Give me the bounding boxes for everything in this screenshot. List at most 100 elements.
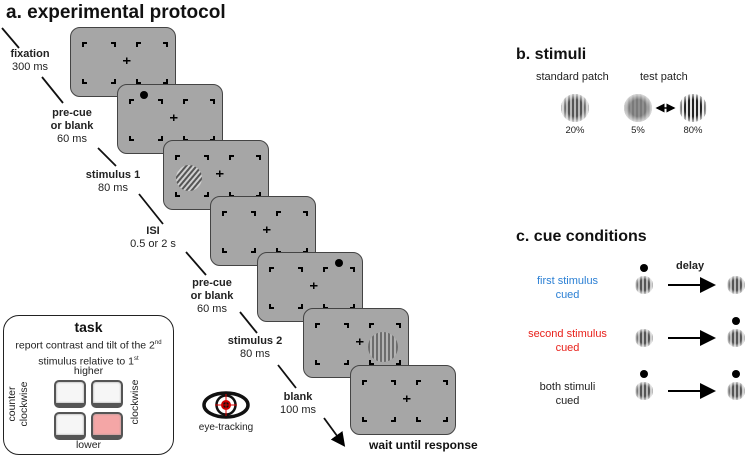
placeholder-marker — [315, 323, 320, 328]
fixation-cross — [310, 282, 318, 289]
placeholder-marker — [276, 248, 281, 253]
connector-line — [277, 364, 297, 389]
response-key-counter-clockwise-lower[interactable] — [54, 412, 86, 440]
frame-contents — [315, 323, 401, 365]
cue-dot — [335, 259, 343, 267]
placeholder-marker — [229, 192, 234, 197]
frame-contents — [269, 259, 355, 309]
task-line-1: report contrast and tilt of the 2 — [15, 339, 155, 352]
placeholder-marker — [298, 267, 303, 272]
placeholder-marker — [163, 42, 168, 47]
task-instructions: report contrast and tilt of the 2nd stim… — [4, 337, 173, 368]
condition-line: second stimulus — [528, 328, 607, 340]
placeholder-marker — [136, 79, 141, 84]
fixation-cross — [263, 226, 271, 233]
placeholder-marker — [229, 155, 234, 160]
placeholder-marker — [256, 155, 261, 160]
fixation-cross — [123, 57, 131, 64]
fixation-cross — [170, 114, 178, 121]
frame-contents — [175, 155, 261, 197]
eye-tracking-label: eye-tracking — [198, 422, 254, 433]
counter-clockwise-label: counter clockwise — [6, 372, 30, 436]
response-key-clockwise-lower[interactable] — [91, 412, 123, 440]
step-name: pre-cue — [192, 277, 232, 289]
fixation-cross — [403, 395, 411, 402]
placeholder-marker — [210, 136, 215, 141]
placeholder-marker — [362, 417, 367, 422]
step-duration: 100 ms — [279, 404, 317, 416]
step-name: fixation — [10, 48, 50, 60]
response-key-counter-clockwise-higher[interactable] — [54, 380, 86, 408]
placeholder-marker — [251, 211, 256, 216]
step-label-stimulus-1: stimulus 1 80 ms — [78, 169, 148, 195]
response-key-clockwise-higher[interactable] — [91, 380, 123, 408]
placeholder-marker — [222, 211, 227, 216]
placeholder-marker — [391, 380, 396, 385]
placeholder-marker — [350, 304, 355, 309]
step-duration: 60 ms — [197, 303, 227, 315]
panel-b-title: b. stimuli — [516, 46, 587, 63]
standard-patch-label: standard patch — [536, 71, 609, 83]
placeholder-marker — [344, 360, 349, 365]
placeholder-marker — [362, 380, 367, 385]
placeholder-marker — [315, 360, 320, 365]
placeholder-marker — [129, 136, 134, 141]
placeholder-marker — [323, 304, 328, 309]
condition-line: cued — [555, 289, 580, 301]
timeline-connectors — [1, 27, 346, 447]
step-label-fixation: fixation 300 ms — [0, 48, 60, 74]
placeholder-marker — [303, 248, 308, 253]
condition-line: first stimulus — [536, 275, 599, 287]
standard-contrast: 20% — [565, 125, 585, 136]
step-label-blank: blank 100 ms — [268, 391, 328, 417]
task-line-2: stimulus relative to 1 — [38, 355, 135, 367]
placeholder-marker — [163, 79, 168, 84]
step-label-precue-1: pre-cue or blank 60 ms — [42, 107, 102, 146]
condition-line: both stimuli — [539, 381, 596, 393]
task-box: task report contrast and tilt of the 2nd… — [3, 315, 174, 455]
placeholder-marker — [416, 417, 421, 422]
test-contrast-high: 80% — [683, 125, 703, 136]
placeholder-marker — [175, 192, 180, 197]
panel-a-title: a. experimental protocol — [6, 2, 226, 23]
placeholder-marker — [416, 380, 421, 385]
label-line: clockwise — [18, 381, 30, 427]
step-label-isi: ISI 0.5 or 2 s — [118, 225, 188, 251]
connector-line — [41, 76, 64, 104]
placeholder-marker — [269, 267, 274, 272]
placeholder-marker — [298, 304, 303, 309]
panel-c-title: c. cue conditions — [516, 228, 647, 245]
placeholder-marker — [111, 79, 116, 84]
placeholder-marker — [111, 42, 116, 47]
placeholder-marker — [323, 267, 328, 272]
step-name: pre-cue — [52, 107, 92, 119]
placeholder-marker — [210, 99, 215, 104]
step-name: blank — [283, 391, 313, 403]
task-title: task — [74, 319, 103, 335]
test-contrast-low: 5% — [631, 125, 645, 136]
placeholder-marker — [204, 192, 209, 197]
placeholder-marker — [158, 136, 163, 141]
placeholder-marker — [369, 323, 374, 328]
placeholder-marker — [303, 211, 308, 216]
cue-dot — [140, 91, 148, 99]
step-name: stimulus 1 — [85, 169, 141, 181]
connector-arrow — [323, 417, 346, 447]
condition-line: cued — [555, 395, 580, 407]
placeholder-marker — [82, 79, 87, 84]
lower-label: lower — [75, 439, 102, 451]
placeholder-marker — [396, 323, 401, 328]
placeholder-marker — [204, 155, 209, 160]
placeholder-marker — [369, 360, 374, 365]
placeholder-marker — [276, 211, 281, 216]
placeholder-marker — [391, 417, 396, 422]
connector-line — [185, 251, 207, 276]
higher-label: higher — [73, 365, 104, 377]
clockwise-label: clockwise — [129, 379, 141, 425]
step-label-stimulus-2: stimulus 2 80 ms — [220, 335, 290, 361]
placeholder-marker — [175, 155, 180, 160]
test-patch-label: test patch — [640, 71, 688, 83]
label-line: counter — [6, 386, 18, 422]
